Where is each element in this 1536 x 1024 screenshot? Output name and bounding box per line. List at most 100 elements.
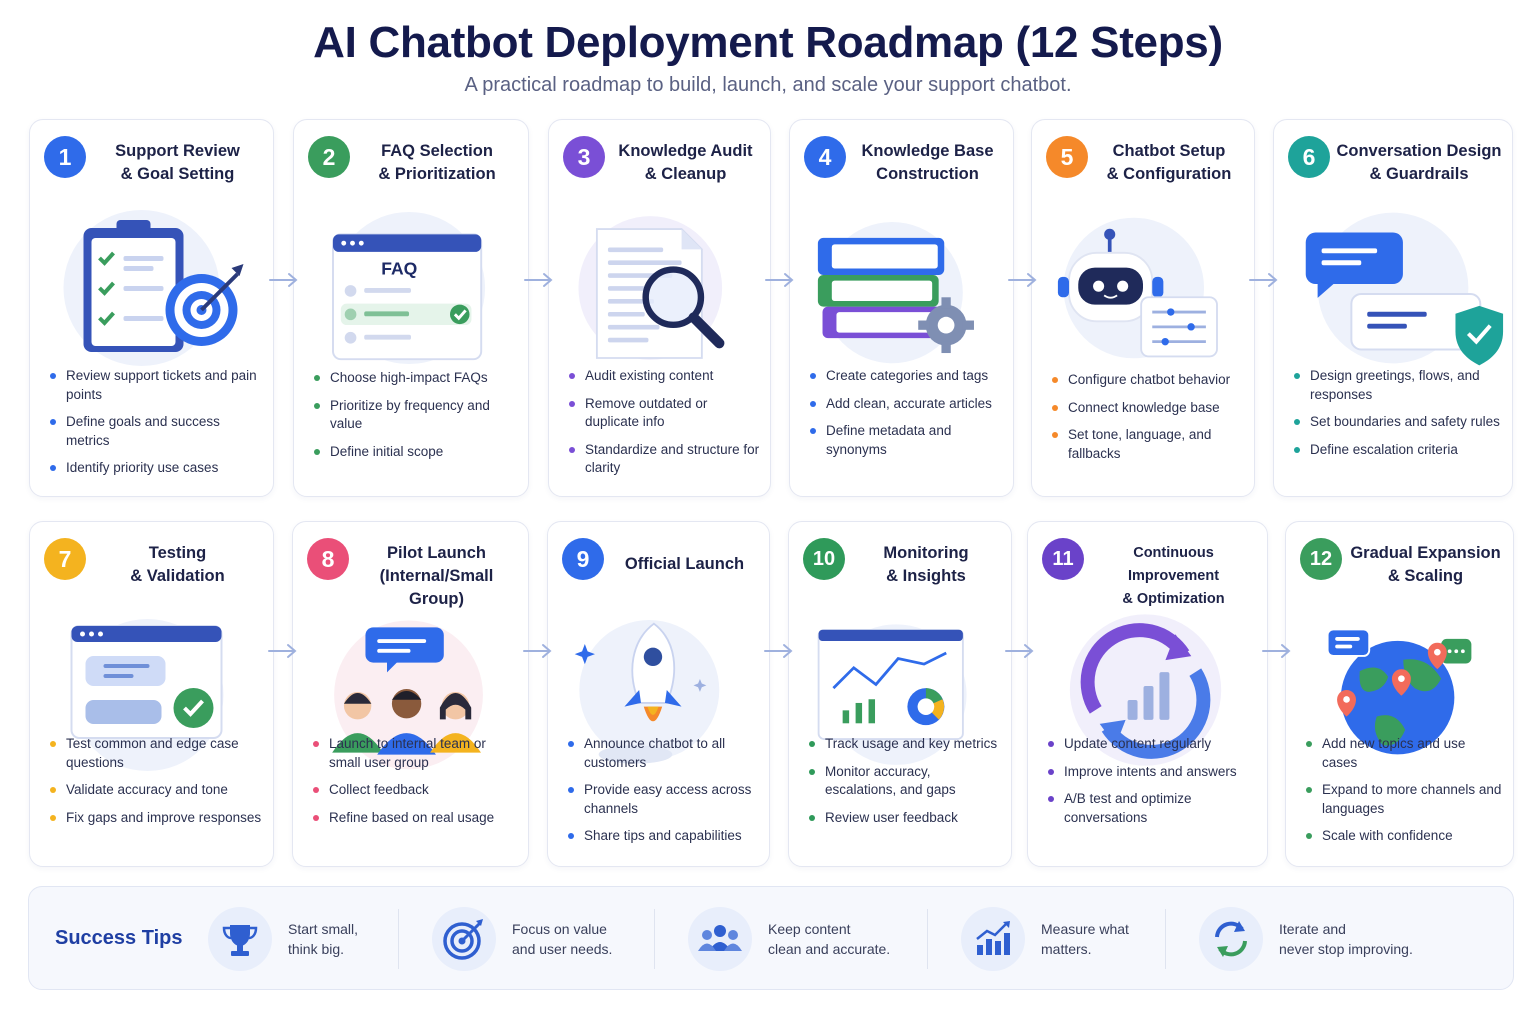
success-tip-item: Start small,think big.	[208, 907, 468, 971]
step-bullet-item: Add new topics and use cases	[1304, 735, 1503, 772]
team-chat-illustration	[293, 600, 528, 780]
trophy-icon	[208, 907, 272, 971]
step-title: Pilot Launch(Internal/Small Group)	[351, 542, 522, 611]
refresh-icon	[1199, 907, 1263, 971]
step-title-line2: & Optimization	[1122, 591, 1225, 607]
step-title: Official Launch	[606, 553, 763, 576]
bullet-dot-icon	[50, 373, 56, 379]
success-tips-title: Success Tips	[55, 927, 183, 949]
step-bullet-item: Identify priority use cases	[48, 459, 263, 478]
flow-arrow-icon	[764, 644, 793, 658]
step-bullet-item: Test common and edge case questions	[48, 735, 263, 772]
bullet-dot-icon	[50, 419, 56, 425]
bullet-dot-icon	[50, 814, 56, 821]
flow-arrow-icon	[523, 273, 553, 287]
step-number-badge: 12	[1300, 538, 1342, 580]
success-tip-line1: Start small,	[288, 921, 359, 937]
flow-arrow-icon	[1007, 273, 1037, 287]
step-title: Support Review& Goal Setting	[88, 140, 267, 186]
bullet-dot-icon	[1306, 787, 1312, 793]
bullet-dot-icon	[313, 814, 319, 821]
step-title-line2: & Prioritization	[378, 165, 496, 183]
step-bullet-text: Set tone, language, and fallbacks	[1068, 427, 1212, 461]
step-title: Monitoring& Insights	[847, 542, 1005, 588]
success-tip-line1: Keep content	[768, 921, 851, 937]
step-bullet-text: Standardize and structure for clarity	[585, 441, 760, 476]
bullet-dot-icon	[809, 741, 815, 747]
step-bullet-text: Share tips and capabilities	[584, 828, 742, 843]
step-number-badge: 11	[1042, 538, 1084, 580]
page-title: AI Chatbot Deployment Roadmap (12 Steps)	[313, 18, 1223, 67]
bullet-dot-icon	[1048, 768, 1054, 775]
step-bullet-text: Connect knowledge base	[1068, 399, 1220, 415]
success-tip-line2: and user needs.	[512, 941, 613, 957]
step-bullet-item: Share tips and capabilities	[566, 827, 759, 846]
step-bullet-text: Define goals and success metrics	[66, 414, 220, 448]
step-title-line2: Construction	[876, 165, 979, 183]
step-bullet-text: Expand to more channels and languages	[1322, 782, 1502, 816]
step-bullet-text: Audit existing content	[585, 368, 714, 383]
step-title: FAQ Selection& Prioritization	[352, 140, 522, 186]
document-magnifier-illustration	[549, 198, 770, 378]
step-bullet-text: A/B test and optimize conversations	[1064, 791, 1192, 825]
step-bullet-item: Review user feedback	[807, 809, 1001, 828]
success-tip-line1: Iterate and	[1279, 921, 1346, 937]
step-bullet-item: Remove outdated or duplicate info	[567, 395, 760, 432]
step-bullet-text: Create categories and tags	[826, 368, 989, 383]
bullet-dot-icon	[809, 814, 815, 821]
step-title-line2: (Internal/Small Group)	[379, 567, 494, 608]
step-title-line1: Gradual Expansion	[1350, 544, 1501, 562]
step-number-badge: 6	[1288, 136, 1330, 178]
step-title-line1: Knowledge Audit	[618, 142, 753, 160]
step-bullet-text: Validate accuracy and tone	[66, 782, 228, 797]
step-bullet-item: Define escalation criteria	[1292, 441, 1502, 460]
step-title: Continuous Improvement& Optimization	[1086, 542, 1261, 611]
bullet-dot-icon	[1052, 377, 1058, 383]
step-bullet-text: Define escalation criteria	[1310, 441, 1458, 457]
faq-label: FAQ	[381, 258, 417, 278]
step-bullet-text: Design greetings, flows, and responses	[1310, 368, 1480, 402]
step-bullet-item: Connect knowledge base	[1050, 399, 1244, 418]
flow-arrow-icon	[523, 644, 552, 658]
step-bullet-text: Add new topics and use cases	[1322, 736, 1466, 770]
success-tip-text: Start small,think big.	[288, 919, 458, 959]
step-title-line1: Chatbot Setup	[1112, 142, 1226, 160]
tip-divider	[927, 909, 928, 969]
step-bullet-item: Prioritize by frequency and value	[312, 397, 518, 434]
bullet-dot-icon	[810, 373, 816, 379]
step-title: Gradual Expansion& Scaling	[1344, 542, 1507, 588]
step-bullet-text: Launch to internal team or small user gr…	[329, 736, 486, 770]
step-title-line2: & Cleanup	[644, 165, 727, 183]
step-title: Chatbot Setup& Configuration	[1090, 140, 1248, 186]
step-bullet-item: Review support tickets and pain points	[48, 367, 263, 404]
chat-shield-illustration	[1274, 198, 1512, 378]
step-bullet-text: Set boundaries and safety rules	[1310, 414, 1500, 429]
step-bullet-text: Fix gaps and improve responses	[66, 809, 262, 825]
step-title-line2: & Guardrails	[1369, 165, 1469, 183]
step-number-badge: 2	[308, 136, 350, 178]
step-title: Knowledge Audit & Cleanup	[607, 140, 764, 186]
step-title-line1: Conversation Design	[1336, 142, 1502, 160]
step-bullet-item: Design greetings, flows, and responses	[1292, 367, 1502, 404]
success-tip-line2: never stop improving.	[1279, 941, 1413, 957]
step-number-badge: 5	[1046, 136, 1088, 178]
step-bullet-text: Collect feedback	[329, 782, 429, 797]
step-bullet-item: Set tone, language, and fallbacks	[1050, 426, 1244, 463]
robot-settings-illustration	[1032, 198, 1254, 378]
step-title-line1: Support Review	[115, 142, 240, 160]
bullet-dot-icon	[1294, 373, 1300, 379]
